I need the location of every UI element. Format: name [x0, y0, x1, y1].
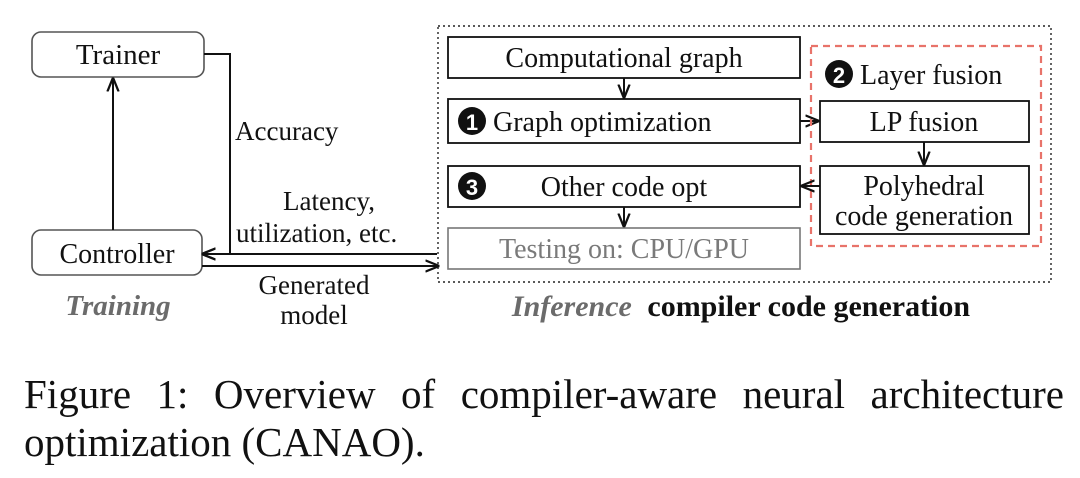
- badge-1-number: 1: [466, 110, 478, 135]
- graph-optimization-label: Graph optimization: [493, 107, 712, 138]
- inference-italic-word: Inference: [511, 290, 632, 323]
- trainer-label: Trainer: [76, 39, 161, 71]
- graph-optimization-box: [447, 98, 801, 144]
- testing-box: [447, 227, 801, 270]
- polyhedral-box: [819, 165, 1030, 235]
- computational-graph-box: [447, 36, 801, 79]
- training-label: Training: [65, 290, 170, 322]
- badge-2: [825, 60, 853, 88]
- inference-region: [437, 25, 1052, 283]
- other-code-opt-box: [447, 165, 801, 208]
- badge-3-number: 3: [466, 175, 478, 200]
- latency-label-line2: utilization, etc.: [236, 218, 397, 248]
- layer-fusion-label: Layer fusion: [860, 60, 1002, 91]
- inference-bold-words: compiler code generation: [647, 290, 970, 323]
- badge-1: [458, 107, 486, 135]
- figure-caption: Figure 1: Overview of compiler-aware neu…: [24, 371, 1064, 465]
- polyhedral-label-line1: Polyhedral: [863, 171, 985, 202]
- testing-label: Testing on: CPU/GPU: [499, 234, 749, 265]
- lp-fusion-label: LP fusion: [870, 107, 979, 138]
- badge-3: [458, 172, 486, 200]
- badge-2-number: 2: [833, 63, 845, 88]
- layer-fusion-region: [809, 44, 1043, 248]
- other-code-opt-label: Other code opt: [541, 172, 708, 203]
- inference-section-label: Inference compiler code generation: [511, 290, 971, 323]
- generated-label-line1: Generated: [259, 270, 370, 300]
- polyhedral-label-line2: code generation: [835, 201, 1013, 232]
- generated-label-line2: model: [280, 300, 348, 330]
- computational-graph-label: Computational graph: [505, 43, 742, 74]
- controller-label: Controller: [59, 239, 175, 270]
- accuracy-label: Accuracy: [235, 116, 339, 146]
- accuracy-arrow: [203, 53, 231, 254]
- latency-label-line1: Latency,: [283, 186, 375, 216]
- lp-fusion-box: [819, 100, 1030, 143]
